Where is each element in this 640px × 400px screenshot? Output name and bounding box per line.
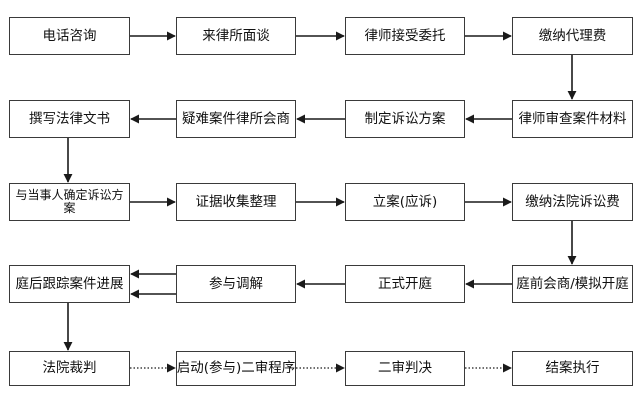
step-pay-court-fee: 缴纳法院诉讼费 [512,183,633,221]
step-phone-consultation: 电话咨询 [9,17,130,55]
step-pretrial-mock-trial: 庭前会商/模拟开庭 [512,265,633,303]
step-second-instance-judgment: 二审判决 [345,351,465,386]
step-confirm-plan-with-client: 与当事人确定诉讼方案 [9,183,130,221]
step-mediation: 参与调解 [176,265,296,303]
step-pay-agency-fee: 缴纳代理费 [512,17,633,55]
step-accept-commission: 律师接受委托 [345,17,465,55]
step-draft-legal-documents: 撰写法律文书 [9,100,130,138]
step-evidence-collection: 证据收集整理 [176,183,296,221]
step-review-case-materials: 律师审查案件材料 [512,100,633,138]
step-litigation-plan: 制定诉讼方案 [345,100,465,138]
step-case-filing: 立案(应诉) [345,183,465,221]
step-post-trial-tracking: 庭后跟踪案件进展 [9,265,130,303]
step-start-second-instance: 启动(参与)二审程序 [176,351,296,386]
step-court-judgment: 法院裁判 [9,351,130,386]
step-difficult-case-consultation: 疑难案件律所会商 [176,100,296,138]
step-case-closure-execution: 结案执行 [512,351,633,386]
step-formal-trial: 正式开庭 [345,265,465,303]
step-office-interview: 来律所面谈 [176,17,296,55]
